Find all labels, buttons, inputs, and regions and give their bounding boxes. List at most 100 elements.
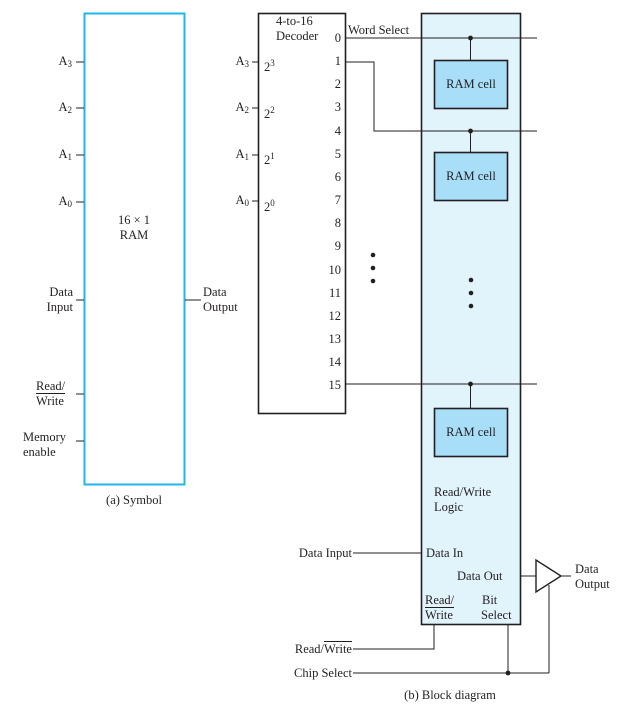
decoder-output-2: 2 xyxy=(334,77,341,92)
decoder-output-10: 10 xyxy=(328,262,342,277)
decoder-title-line2: Decoder xyxy=(276,29,319,43)
weight-exp: 3 xyxy=(270,58,275,68)
word-select-label: Word Select xyxy=(348,23,410,37)
address-index: 1 xyxy=(67,152,73,162)
decoder-output-6: 6 xyxy=(334,169,341,184)
word-line-1 xyxy=(345,61,537,132)
decoder-output-11: 11 xyxy=(328,285,341,300)
junction-dot xyxy=(468,128,473,134)
address-letter: A xyxy=(58,194,68,208)
decoder-output-14: 14 xyxy=(328,355,342,370)
ellipsis-dot xyxy=(370,252,376,258)
decoder-title: 4-to-16 Decoder xyxy=(276,14,318,44)
ram-cell-1 xyxy=(433,151,509,202)
address-index: 1 xyxy=(244,152,250,162)
label-line: Output xyxy=(575,577,610,591)
junction-dot xyxy=(468,35,473,41)
weight-exp: 2 xyxy=(270,105,275,115)
address-index: 2 xyxy=(67,105,73,115)
junction-dot xyxy=(468,381,473,387)
ellipsis-dot xyxy=(370,278,376,284)
ext-read-write-label: Read/Write xyxy=(270,642,352,657)
label-line: Write xyxy=(36,394,64,408)
label-read: Read/ xyxy=(294,642,325,656)
decoder-output-1: 1 xyxy=(334,54,341,69)
ext-data-output-label: Data Output xyxy=(575,562,610,592)
decoder-a0-label: A0 xyxy=(210,193,249,211)
address-index: 0 xyxy=(244,198,250,208)
data-in-pin-label: Data In xyxy=(426,546,464,560)
symbol-box xyxy=(83,12,186,486)
decoder-weight-1: 21 xyxy=(264,149,275,168)
decoder-output-7: 7 xyxy=(334,193,341,208)
label-line: Select xyxy=(481,608,512,622)
symbol-a3-label: A3 xyxy=(36,54,72,72)
decoder-output-4: 4 xyxy=(334,123,341,138)
label-line: Read/ xyxy=(425,593,455,608)
label-line: Output xyxy=(203,300,238,314)
decoder-output-12: 12 xyxy=(328,308,342,323)
address-letter: A xyxy=(235,54,245,68)
symbol-title-line1: 16 × 1 xyxy=(117,213,151,227)
data-out-pin-label: Data Out xyxy=(457,569,503,583)
label-line: Bit xyxy=(482,593,498,607)
label-line: Memory xyxy=(23,430,67,444)
label-line: Read/Write xyxy=(434,485,492,499)
label-line: Data xyxy=(575,562,599,576)
read-write-pin-label: Read/ Write xyxy=(425,593,455,623)
label-line: Logic xyxy=(434,500,464,514)
symbol-data-input-label: Data Input xyxy=(20,285,73,315)
label-line: enable xyxy=(23,445,56,459)
memory-block xyxy=(420,12,522,626)
ram-cell-label: RAM cell xyxy=(446,77,496,91)
decoder-weight-3: 23 xyxy=(264,56,275,75)
block-caption: (b) Block diagram xyxy=(404,688,496,702)
weight-exp: 0 xyxy=(270,198,275,208)
address-letter: A xyxy=(235,147,245,161)
symbol-read-write-label: Read/ Write xyxy=(36,379,76,409)
ram-cell-label: RAM cell xyxy=(446,425,496,439)
decoder-a1-label: A1 xyxy=(210,147,249,165)
address-letter: A xyxy=(235,100,245,114)
decoder-output-8: 8 xyxy=(334,216,341,231)
address-letter: A xyxy=(58,147,68,161)
label-line: Data xyxy=(203,285,227,299)
address-letter: A xyxy=(58,54,68,68)
ram-cell-label: RAM cell xyxy=(446,169,496,183)
label-write-inverted: Write xyxy=(324,642,352,656)
ram-cell-15 xyxy=(433,407,509,458)
ram-cell-0 xyxy=(433,59,509,110)
label-line: Data xyxy=(49,285,73,299)
junction-dot xyxy=(505,670,511,676)
weight-base: 2 xyxy=(264,60,271,74)
ellipsis-dot xyxy=(468,303,474,309)
weight-base: 2 xyxy=(264,200,271,214)
decoder-box xyxy=(257,12,347,415)
address-index: 3 xyxy=(244,59,250,69)
ext-chip-select-label: Chip Select xyxy=(294,666,352,680)
symbol-a0-label: A0 xyxy=(36,194,72,212)
label-line: Write xyxy=(425,608,453,622)
decoder-output-9: 9 xyxy=(334,239,341,254)
tristate-buffer xyxy=(535,558,563,594)
decoder-weight-2: 22 xyxy=(264,103,275,122)
ellipsis-dot xyxy=(468,290,474,296)
symbol-caption: (a) Symbol xyxy=(106,493,162,507)
weight-base: 2 xyxy=(264,107,271,121)
symbol-a2-label: A2 xyxy=(36,100,72,118)
ext-data-input-label: Data Input xyxy=(298,546,352,560)
label-line: Read/ xyxy=(36,379,66,394)
weight-exp: 1 xyxy=(270,151,275,161)
decoder-output-3: 3 xyxy=(334,100,341,115)
symbol-memory-enable-label: Memory enable xyxy=(23,430,75,460)
address-letter: A xyxy=(58,100,68,114)
decoder-a3-label: A3 xyxy=(210,54,249,72)
ellipsis-dot xyxy=(370,265,376,271)
symbol-a1-label: A1 xyxy=(36,147,72,165)
symbol-pins xyxy=(76,61,201,442)
weight-base: 2 xyxy=(264,153,271,167)
bit-select-pin-label: Bit Select xyxy=(481,593,512,623)
address-letter: A xyxy=(235,193,245,207)
read-write-logic-label: Read/Write Logic xyxy=(434,485,491,515)
